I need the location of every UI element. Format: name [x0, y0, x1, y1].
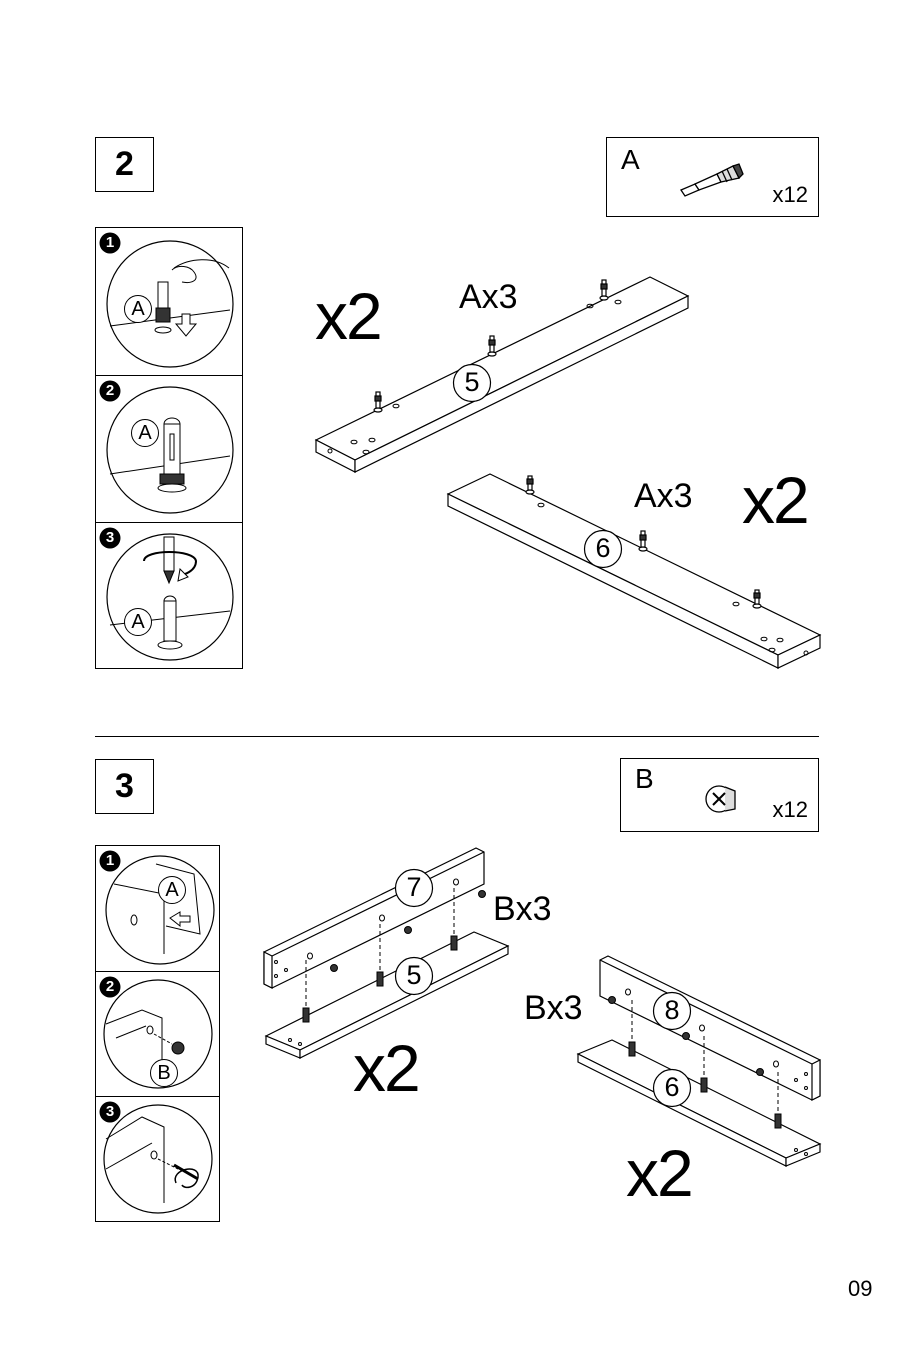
panel-label-7: 7 — [399, 874, 429, 901]
panel-5-side — [355, 296, 688, 472]
panel-label-5: 5 — [399, 962, 429, 989]
part-callout: Ax3 — [634, 479, 693, 513]
panel-label-6: 6 — [657, 1074, 687, 1101]
panel-label-8: 8 — [657, 997, 687, 1024]
section-divider — [95, 736, 819, 737]
quantity-label: x2 — [626, 1140, 692, 1206]
cam-lock-icon — [701, 779, 741, 819]
part-letter: B — [635, 763, 654, 795]
step3-assembly-drawing — [0, 820, 914, 1240]
part-callout: Ax3 — [459, 280, 518, 314]
part-callout: Bx3 — [524, 991, 583, 1025]
page-number: 09 — [848, 1276, 872, 1302]
quantity-label: x2 — [742, 467, 808, 533]
panel-label-6: 6 — [588, 535, 618, 562]
part-callout: Bx3 — [493, 892, 552, 926]
step-number-box: 3 — [95, 759, 154, 814]
quantity-label: x2 — [353, 1035, 419, 1101]
panel-label-5: 5 — [457, 369, 487, 396]
panel-6-front — [448, 494, 778, 668]
quantity-label: x2 — [315, 283, 381, 349]
step-number: 3 — [115, 767, 134, 806]
